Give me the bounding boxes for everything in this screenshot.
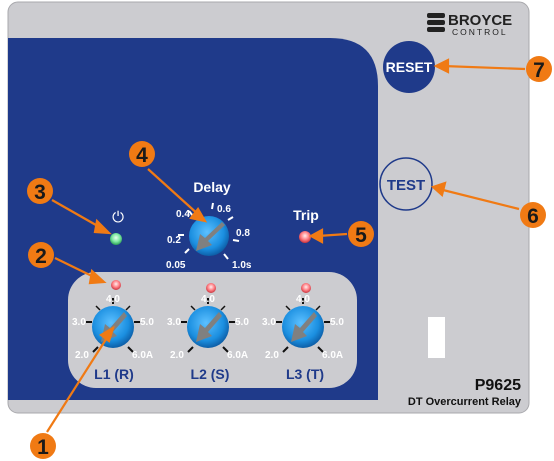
l3-scale-2: 4.0	[296, 294, 310, 305]
callout-5: 5	[348, 221, 374, 247]
callout-7: 7	[526, 56, 552, 82]
reset-button[interactable]: RESET	[383, 41, 435, 93]
l2-current-dial[interactable]: 2.0 3.0 4.0 5.0 6.0A L2 (S)	[167, 294, 249, 382]
callout-6: 6	[520, 202, 546, 228]
test-button[interactable]: TEST	[379, 157, 433, 211]
callout-4-label: 4	[136, 144, 148, 167]
l2-pointer	[196, 312, 222, 342]
l3-pointer	[291, 312, 317, 342]
model-description: DT Overcurrent Relay	[408, 396, 522, 408]
delay-label-4: 0.8	[236, 228, 250, 239]
trip-indicator: Trip	[293, 207, 319, 243]
l3-led	[301, 283, 311, 293]
callout-3-label: 3	[34, 181, 46, 204]
model-number: P9625	[475, 377, 521, 394]
l1-scale-0: 2.0	[75, 350, 89, 361]
l1-ticks	[86, 298, 140, 353]
l2-scale-1: 3.0	[167, 317, 181, 328]
l1-label: L1 (R)	[94, 366, 134, 382]
callout-1: 1	[30, 433, 56, 459]
trip-led	[299, 231, 311, 243]
l1-scale-2: 4.0	[106, 294, 120, 305]
l3-current-dial[interactable]: 2.0 3.0 4.0 5.0 6.0A L3 (T)	[262, 294, 344, 382]
l3-scale-4: 6.0A	[322, 350, 343, 361]
l2-scale-2: 4.0	[201, 294, 215, 305]
brand-subname: CONTROL	[452, 27, 508, 37]
l2-scale-4: 6.0A	[227, 350, 248, 361]
callout-6-label: 6	[527, 205, 539, 228]
l1-led	[111, 280, 121, 290]
trip-label: Trip	[293, 207, 319, 223]
delay-pointer	[196, 222, 225, 251]
callout-2: 2	[28, 242, 54, 268]
l1-scale-1: 3.0	[72, 317, 86, 328]
brand-name: BROYCE	[448, 12, 512, 29]
l3-scale-0: 2.0	[265, 350, 279, 361]
l2-scale-0: 2.0	[170, 350, 184, 361]
callout-2-label: 2	[35, 245, 47, 268]
delay-label-2: 0.4	[176, 209, 190, 220]
l1-scale-4: 6.0A	[132, 350, 153, 361]
power-indicator: ⏻	[110, 208, 124, 245]
callout-3: 3	[27, 178, 53, 204]
delay-label-5: 1.0s	[232, 260, 252, 271]
l1-scale-3: 5.0	[140, 317, 154, 328]
reset-button-label: RESET	[386, 59, 433, 75]
broyce-logo-mark	[427, 13, 445, 32]
l3-scale-1: 3.0	[262, 317, 276, 328]
delay-label-1: 0.2	[167, 235, 181, 246]
l3-label: L3 (T)	[286, 366, 324, 382]
callout-5-label: 5	[355, 224, 367, 247]
l2-led	[206, 283, 216, 293]
callout-1-label: 1	[37, 436, 49, 459]
callout-7-label: 7	[533, 59, 545, 82]
test-button-label: TEST	[387, 177, 425, 194]
l2-label: L2 (S)	[191, 366, 230, 382]
cutout-slot	[428, 317, 445, 358]
power-icon: ⏻	[112, 208, 124, 226]
callout-4: 4	[129, 141, 155, 167]
delay-label-0: 0.05	[166, 260, 186, 271]
l2-scale-3: 5.0	[235, 317, 249, 328]
callout-arrows	[46, 58, 526, 433]
l3-scale-3: 5.0	[330, 317, 344, 328]
delay-label-3: 0.6	[217, 204, 231, 215]
l3-ticks	[276, 298, 330, 353]
broyce-logo: BROYCE CONTROL	[427, 12, 512, 37]
delay-dial[interactable]: Delay 0.05 0.2 0.4 0.6 0.8 1.0s	[166, 179, 252, 271]
power-led	[110, 233, 122, 245]
l2-ticks	[181, 298, 235, 353]
delay-title: Delay	[193, 179, 231, 195]
